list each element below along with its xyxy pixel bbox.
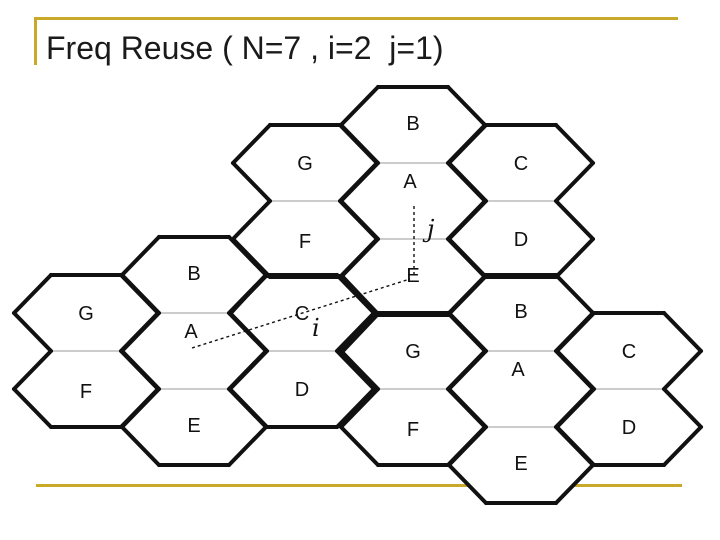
outline-edge	[227, 311, 268, 353]
cell-label-right-C: C	[622, 341, 636, 363]
outline-edge	[227, 387, 268, 429]
left-rule	[34, 17, 37, 65]
cell-label-right-E: E	[514, 453, 527, 475]
cell-label-top-B: B	[406, 113, 419, 135]
outline-edge	[338, 123, 379, 165]
cell-label-left-E: E	[187, 415, 200, 437]
outline-edge	[339, 425, 380, 467]
outline-edge	[662, 311, 703, 353]
outline-edge	[446, 237, 487, 279]
bottom-rule	[36, 484, 682, 487]
cell-label-left-A: A	[184, 321, 198, 343]
outline-edge	[555, 311, 596, 353]
outline-edge	[446, 387, 487, 429]
outline-edge	[335, 387, 376, 429]
outline-edge	[231, 123, 272, 165]
outline-edge	[228, 349, 269, 391]
cell-label-left-F: F	[80, 381, 92, 403]
outline-edge	[662, 349, 703, 391]
outline-edge	[227, 425, 268, 467]
outline-edge	[554, 161, 595, 203]
cluster-outline-layer	[12, 85, 703, 505]
i-vector-line	[191, 278, 411, 349]
outline-edge	[338, 199, 379, 241]
cell-label-top-D: D	[514, 229, 528, 251]
outline-edge	[335, 311, 376, 353]
cell-label-right-G: G	[405, 341, 421, 363]
outline-edge	[447, 349, 488, 391]
outline-edge	[120, 311, 161, 353]
outline-edge	[120, 425, 161, 467]
outline-edge	[339, 237, 380, 279]
i-vector-label: i	[312, 314, 320, 342]
outline-edge	[12, 311, 53, 353]
outline-edge	[555, 387, 596, 429]
cell-label-top-C: C	[514, 153, 528, 175]
outline-edge	[339, 161, 380, 203]
outline-edge	[119, 349, 160, 391]
outline-edge	[662, 425, 703, 467]
cell-label-right-F: F	[407, 419, 419, 441]
outline-edge	[554, 425, 595, 467]
outline-edge	[554, 463, 595, 505]
cell-label-top-E: E	[406, 265, 419, 287]
cell-label-right-B: B	[514, 301, 527, 323]
cell-label-right-A: A	[511, 359, 525, 381]
outline-edge	[447, 123, 488, 165]
outline-edge	[447, 199, 488, 241]
outline-edge	[231, 161, 272, 203]
top-rule	[34, 17, 678, 20]
outline-edge	[335, 273, 376, 315]
outline-edge	[447, 425, 488, 467]
cell-label-top-F: F	[299, 231, 311, 253]
outline-edge	[554, 123, 595, 165]
outline-edge	[554, 349, 595, 391]
cell-label-layer: B G C A F D E B G C A F D E B G C A F D E	[78, 113, 636, 475]
outline-edge	[554, 273, 595, 315]
outline-edge	[12, 387, 53, 429]
outline-edge	[446, 311, 487, 353]
outline-edge	[335, 349, 376, 391]
outline-edge	[119, 273, 160, 315]
hex-layer	[13, 86, 702, 504]
cell-label-right-D: D	[622, 417, 636, 439]
cell-label-left-G: G	[78, 303, 94, 325]
cell-label-top-G: G	[297, 153, 313, 175]
cluster-seam	[340, 312, 380, 392]
outline-edge	[446, 161, 487, 203]
outline-edge	[339, 85, 380, 127]
page-title: Freq Reuse ( N=7 , i=2 j=1)	[46, 30, 444, 66]
cell-label-left-C: C	[295, 303, 309, 325]
outline-edge	[12, 349, 53, 391]
outline-edge	[12, 273, 53, 315]
outline-edge	[120, 235, 161, 277]
outline-edge	[554, 237, 595, 279]
outline-edge	[447, 463, 488, 505]
outline-edge	[120, 387, 161, 429]
outline-edge	[231, 199, 272, 241]
outline-edge	[339, 387, 380, 429]
cell-label-left-D: D	[295, 379, 309, 401]
outline-edge	[554, 199, 595, 241]
outline-edge	[227, 235, 268, 277]
outline-edge	[447, 273, 488, 315]
outline-edge	[446, 85, 487, 127]
cell-label-left-B: B	[187, 263, 200, 285]
outline-edge	[662, 387, 703, 429]
cell-label-top-A: A	[403, 171, 417, 193]
